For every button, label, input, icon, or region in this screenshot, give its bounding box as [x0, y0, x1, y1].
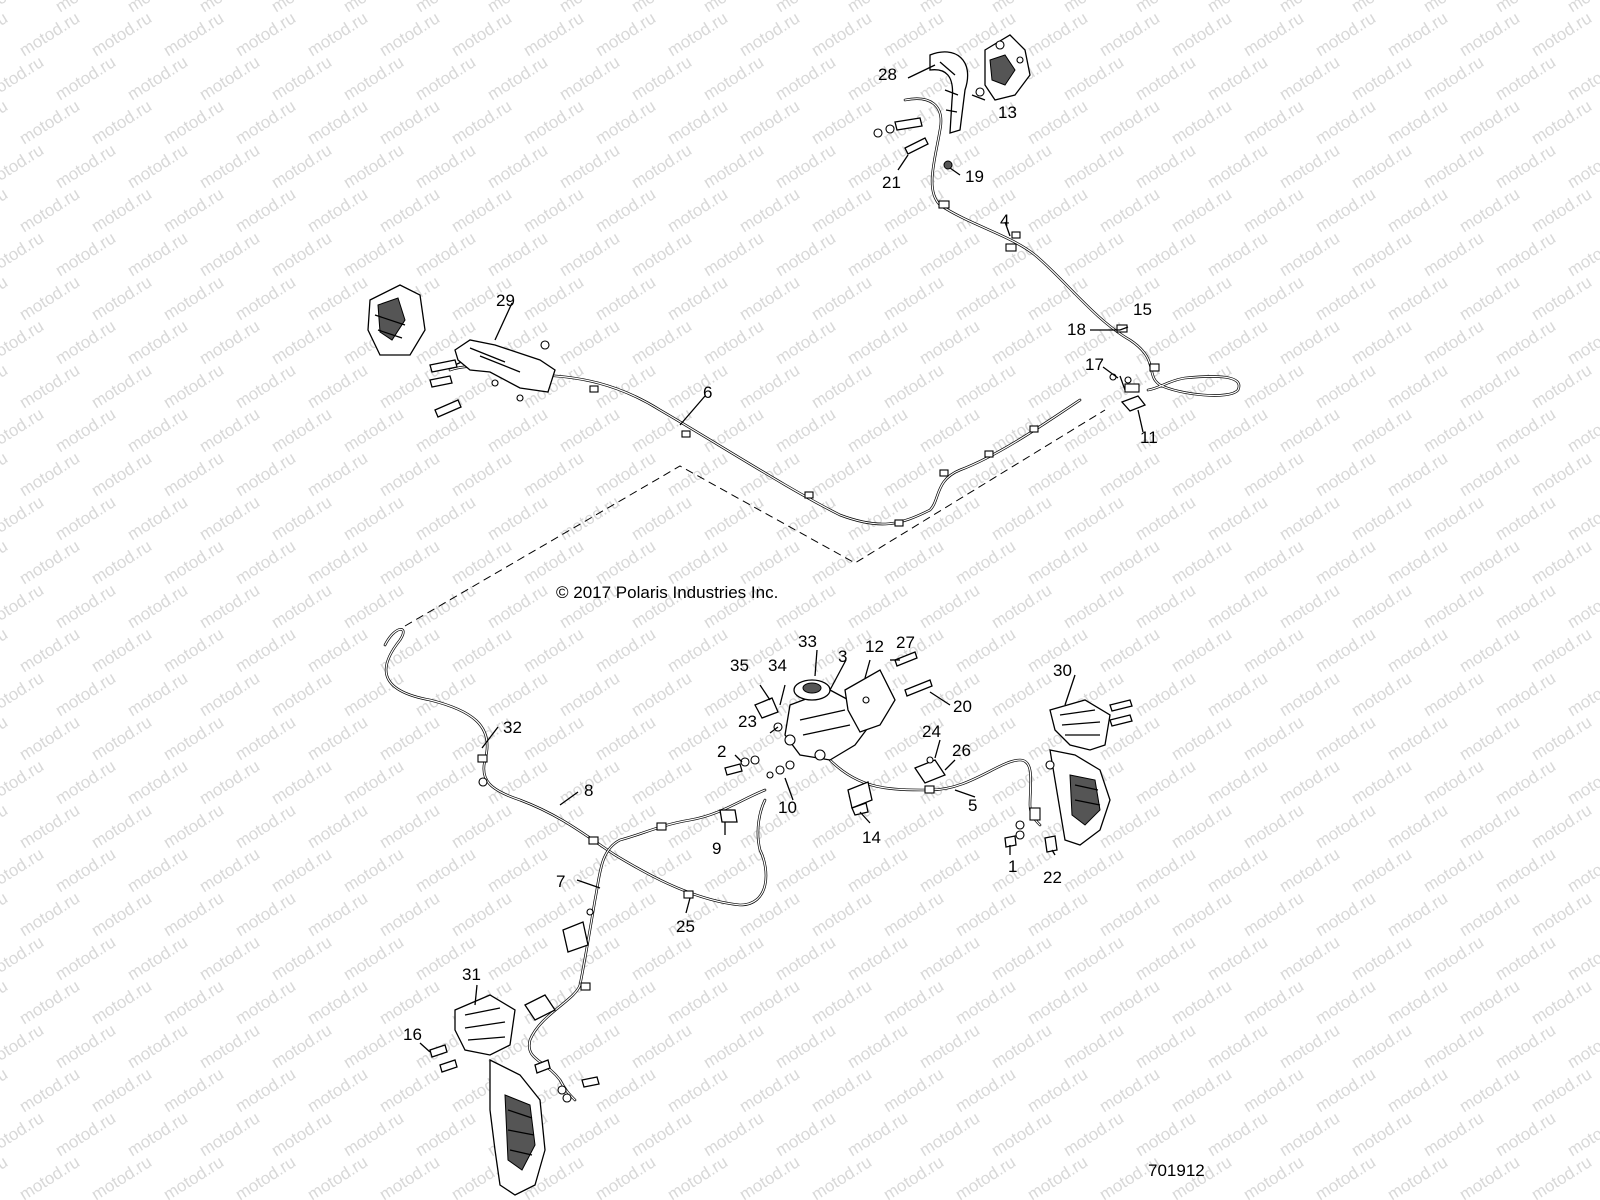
callout-20: 20 [953, 697, 972, 716]
upper-right-fasteners [873, 87, 985, 170]
callout-2: 2 [717, 742, 726, 761]
copyright-notice: © 2017 Polaris Industries Inc. [556, 583, 779, 602]
junction-block-11 [1109, 373, 1147, 412]
callout-21: 21 [882, 173, 901, 192]
callout-8: 8 [584, 781, 593, 800]
callout-27: 27 [896, 633, 915, 652]
caliper-lower-left [489, 1058, 546, 1196]
master-cylinder-bracket-12 [844, 669, 896, 733]
callout-10: 10 [778, 798, 797, 817]
callout-26: 26 [952, 741, 971, 760]
callout-15: 15 [1133, 300, 1152, 319]
callout-labels: 28 13 21 19 4 15 18 17 11 29 6 33 3 12 2… [403, 65, 1158, 1044]
callout-33: 33 [798, 632, 817, 651]
callout-25: 25 [676, 917, 695, 936]
callout-31: 31 [462, 965, 481, 984]
callout-29: 29 [496, 291, 515, 310]
callout-3: 3 [838, 647, 847, 666]
caliper-guard-30 [1049, 699, 1111, 751]
callout-4: 4 [1000, 211, 1009, 230]
right-fasteners [1004, 699, 1133, 853]
brake-line-4 [903, 97, 1241, 397]
leader-lines [419, 64, 1144, 1053]
callout-5: 5 [968, 796, 977, 815]
brake-line-7 [527, 788, 767, 1102]
callout-18: 18 [1067, 320, 1086, 339]
brake-line-8 [383, 628, 768, 907]
callout-24: 24 [922, 722, 941, 741]
callout-30: 30 [1053, 661, 1072, 680]
callout-35: 35 [730, 656, 749, 675]
caliper-upper-left [367, 284, 426, 356]
caliper-guard-29 [454, 339, 556, 393]
callout-12: 12 [865, 637, 884, 656]
dashed-guides [404, 409, 1106, 627]
caliper-upper-right [984, 34, 1031, 101]
callout-34: 34 [768, 656, 787, 675]
callout-7: 7 [556, 872, 565, 891]
callout-14: 14 [862, 828, 881, 847]
callout-9: 9 [712, 839, 721, 858]
callout-6: 6 [703, 383, 712, 402]
clamp-14 [847, 781, 873, 816]
callout-16: 16 [403, 1025, 422, 1044]
caliper-right [1045, 749, 1111, 846]
callout-19: 19 [965, 167, 984, 186]
callout-23: 23 [738, 712, 757, 731]
diagram-number: 701912 [1148, 1161, 1205, 1180]
caliper-guard-28 [929, 51, 969, 134]
callout-1: 1 [1008, 857, 1017, 876]
callout-11: 11 [1140, 428, 1158, 447]
brake-line-5 [828, 758, 1042, 827]
master-cylinder-fittings [719, 651, 933, 823]
callout-17: 17 [1085, 355, 1104, 374]
callout-28: 28 [878, 65, 897, 84]
upper-left-fasteners [429, 340, 550, 418]
caliper-guard-31 [454, 994, 516, 1056]
callout-22: 22 [1043, 868, 1062, 887]
callout-13: 13 [998, 103, 1017, 122]
clip-26 [914, 756, 946, 784]
callout-32: 32 [503, 718, 522, 737]
lower-left-fasteners [429, 908, 600, 1103]
